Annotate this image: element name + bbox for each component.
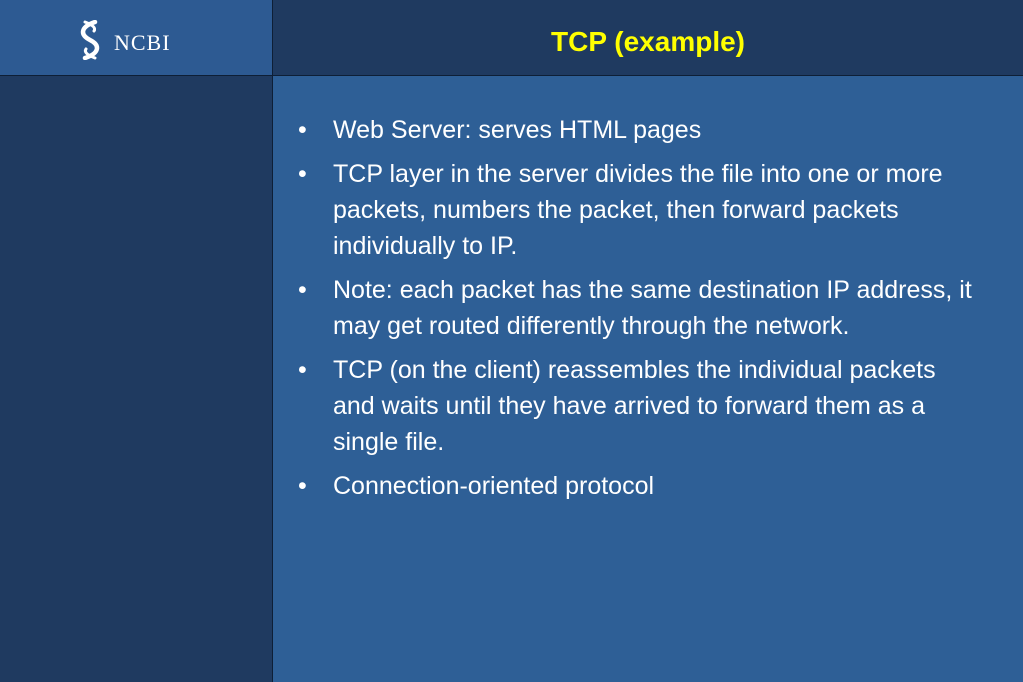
bullet-item: Connection-oriented protocol <box>296 468 976 504</box>
ncbi-logo: NCBI <box>76 20 171 60</box>
logo-cell: NCBI <box>0 0 272 75</box>
bullet-list: Web Server: serves HTML pages TCP layer … <box>296 112 976 512</box>
bullet-item: Note: each packet has the same destinati… <box>296 272 976 344</box>
horizontal-divider <box>0 75 1023 76</box>
bullet-item: TCP layer in the server divides the file… <box>296 156 976 264</box>
logo-text: NCBI <box>114 30 171 55</box>
bullet-item: Web Server: serves HTML pages <box>296 112 976 148</box>
left-sidebar-panel <box>0 0 272 682</box>
dna-helix-icon <box>80 20 100 60</box>
bullet-item: TCP (on the client) reassembles the indi… <box>296 352 976 460</box>
slide-title: TCP (example) <box>551 26 745 57</box>
title-bar <box>273 0 1023 75</box>
vertical-divider <box>272 0 273 682</box>
